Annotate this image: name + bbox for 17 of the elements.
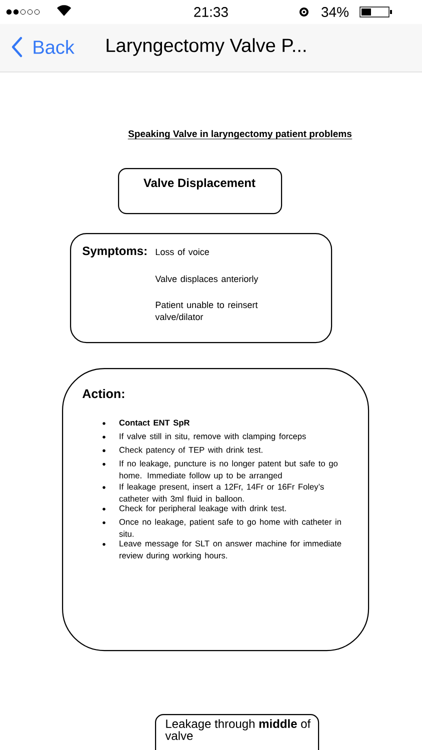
screen-title: Laryngectomy Valve P...: [106, 38, 306, 56]
list-item: Once no leakage, patient safe to go home with catheter in situ.: [102, 518, 341, 537]
battery-percent: 34%: [322, 7, 348, 17]
action-box: Action: Contact ENT SpR If valve still in situ, remove with clamping forceps Check patency of TEP with drink test. If no leakage, puncture is no longer patent but safe to go home. Immediate follow up to be arranged If leakage present, insert a 12Fr, 14Fr or 16Fr Foley’s catheter with 3ml fluid in balloon. Check for peripheral leakage with drink test. Once no leakage, patient safe to go home with catheter in situ. Leave message for SLT on answer machine for immediate review during working hours.: [62, 368, 370, 652]
list-item: Check patency of TEP with drink test.: [102, 446, 262, 454]
time-text: 21:33: [194, 7, 228, 17]
heading: Speaking Valve in laryngectomy patient problems: [128, 130, 352, 140]
list-item: If leakage present, insert a 12Fr, 14Fr or 16Fr Foley’s catheter with 3ml fluid in balloon.: [102, 484, 324, 502]
symptoms-box: Symptoms: Loss of voice Valve displaces anteriorly Patient unable to reinsert valve/dilator: [70, 233, 332, 344]
list-item: Leave message for SLT on answer machine for immediate review during working hours.: [102, 540, 342, 560]
list-item: Check for peripheral leakage with drink test.: [102, 505, 286, 513]
result-box: Leakage through middle of valve: [155, 714, 320, 750]
title-box: Valve Displacement: [118, 168, 282, 214]
list-item: If no leakage, puncture is no longer patent but safe to go home. Immediate follow up to be arranged: [102, 460, 338, 480]
list-item: Contact ENT SpR: [102, 420, 190, 428]
list-item: If valve still in situ, remove with clamping forceps: [102, 433, 306, 441]
back-button: Back: [12, 36, 74, 58]
